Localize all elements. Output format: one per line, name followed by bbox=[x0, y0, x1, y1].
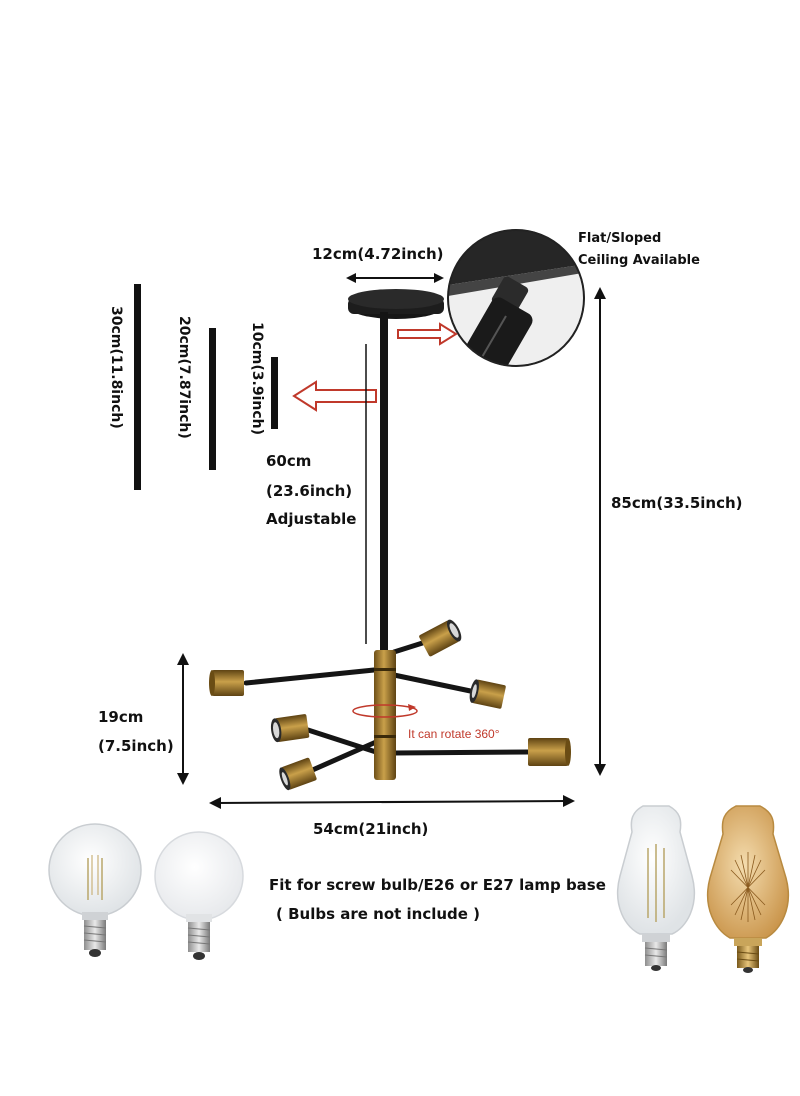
bulb-g95-clear bbox=[48, 823, 142, 957]
rod-30cm bbox=[134, 284, 141, 490]
fixture-width-dimension bbox=[209, 795, 575, 809]
adjustable-label-line3: Adjustable bbox=[266, 510, 357, 528]
rod-20cm-label: 20cm(7.87inch) bbox=[176, 316, 192, 439]
bulb-st64-clear bbox=[616, 805, 696, 971]
rod-20cm bbox=[209, 328, 216, 470]
bulb-g95-milky bbox=[154, 831, 244, 960]
detail-pointer-arrow bbox=[397, 322, 458, 346]
total-height-dimension bbox=[594, 287, 606, 776]
sloped-ceiling-detail bbox=[447, 229, 585, 367]
fixture-height-label-line2: (7.5inch) bbox=[98, 737, 174, 755]
ceiling-canopy bbox=[348, 289, 444, 319]
total-height-label: 85cm(33.5inch) bbox=[611, 494, 743, 512]
fixture-width-label: 54cm(21inch) bbox=[313, 820, 429, 838]
canopy-width-dimension bbox=[346, 273, 444, 283]
fixture-height-dimension bbox=[177, 653, 189, 785]
ceiling-label-line2: Ceiling Available bbox=[578, 253, 700, 268]
fixture-height-label-line1: 19cm bbox=[98, 708, 144, 726]
ceiling-label-line1: Flat/Sloped bbox=[578, 231, 662, 246]
rod-10cm bbox=[271, 357, 278, 429]
rotate-label: It can rotate 360° bbox=[408, 727, 500, 741]
adjustable-label-line2: (23.6inch) bbox=[266, 482, 353, 500]
chandelier-fixture bbox=[209, 619, 571, 791]
bulb-fit-text: Fit for screw bulb/E26 or E27 lamp base bbox=[269, 876, 606, 894]
bulb-st64-amber bbox=[706, 805, 790, 973]
canopy-width-label: 12cm(4.72inch) bbox=[312, 245, 444, 263]
rod-30cm-label: 30cm(11.8inch) bbox=[108, 306, 124, 429]
bulb-note: ( Bulbs are not include ) bbox=[276, 905, 481, 923]
adjustable-label-line1: 60cm bbox=[266, 452, 312, 470]
rod-pointer-arrow bbox=[292, 380, 377, 412]
suspension-rod bbox=[380, 312, 388, 652]
rod-10cm-label: 10cm(3.9inch) bbox=[249, 322, 265, 435]
